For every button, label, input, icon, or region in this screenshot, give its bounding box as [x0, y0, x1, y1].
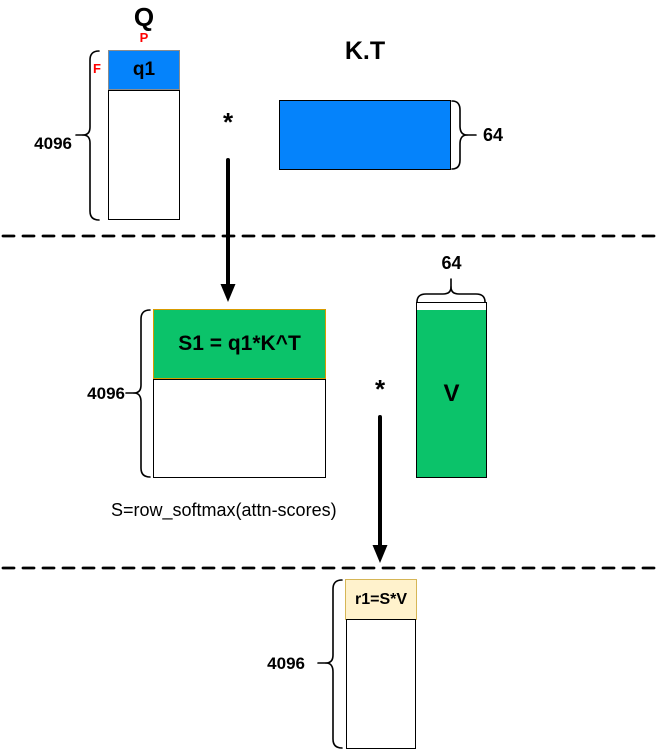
v-matrix-fill: V — [417, 310, 486, 477]
brace-r-rows — [317, 579, 343, 749]
q-cols-dim-label: P — [139, 30, 149, 45]
multiply-operator-middle: * — [374, 374, 386, 404]
kt-matrix-block — [279, 100, 451, 170]
kt-matrix-title: K.T — [344, 37, 386, 65]
s1-scores-block: S1 = q1*K^T — [153, 309, 326, 379]
q-rows-dim-label: F — [93, 61, 101, 76]
result-matrix-body — [346, 619, 416, 749]
q-matrix-title: Q — [133, 2, 155, 32]
arrow-sv-to-r1 — [372, 415, 388, 563]
s-rows-count: 4096 — [87, 384, 125, 403]
s-matrix-body — [153, 379, 326, 478]
brace-s-rows — [125, 309, 151, 478]
brace-kt-cols — [451, 100, 477, 170]
q-matrix-body — [108, 90, 180, 220]
v-matrix-label: V — [443, 379, 460, 407]
arrow-qkt-to-s1 — [220, 158, 236, 302]
v-matrix-block: V — [416, 302, 487, 478]
r1-result-block: r1=S*V — [345, 579, 417, 620]
v-cols-count: 64 — [441, 253, 462, 273]
result-rows-count: 4096 — [267, 654, 305, 673]
q-rows-count: 4096 — [34, 134, 72, 153]
q1-tile-block: q1 — [108, 50, 180, 90]
brace-q-rows — [75, 50, 100, 221]
q1-tile-label: q1 — [132, 59, 156, 80]
softmax-note: S=row_softmax(attn-scores) — [111, 500, 337, 520]
r1-result-label: r1=S*V — [354, 590, 408, 608]
kt-cols-count: 64 — [483, 125, 504, 145]
s1-scores-label: S1 = q1*K^T — [178, 332, 301, 355]
multiply-operator-top: * — [222, 107, 234, 137]
brace-v-cols — [416, 278, 486, 303]
